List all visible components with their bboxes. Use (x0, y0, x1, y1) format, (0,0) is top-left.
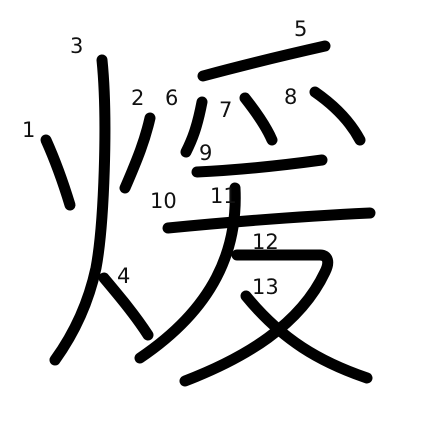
stroke-number-13: 13 (252, 275, 279, 299)
stroke-number-labels: 1 2 3 4 5 6 7 8 9 10 11 12 13 (22, 17, 307, 299)
stroke-6 (180, 96, 208, 158)
stroke-number-6: 6 (165, 86, 178, 110)
stroke-number-7: 7 (219, 98, 232, 122)
stroke-number-12: 12 (252, 230, 279, 254)
stroke-number-4: 4 (117, 264, 130, 288)
stroke-12 (179, 249, 334, 387)
stroke-number-10: 10 (150, 189, 177, 213)
stroke-number-3: 3 (70, 34, 83, 58)
stroke-number-9: 9 (199, 141, 212, 165)
stroke-9 (191, 154, 328, 178)
stroke-10 (162, 207, 376, 234)
stroke-11 (134, 182, 241, 364)
stroke-number-2: 2 (131, 86, 144, 110)
stroke-4 (98, 272, 154, 341)
stroke-13 (240, 290, 373, 384)
stroke-8 (309, 86, 366, 146)
stroke-1 (40, 134, 76, 211)
stroke-number-8: 8 (284, 85, 297, 109)
stroke-number-11: 11 (210, 184, 237, 208)
stroke-7 (239, 92, 278, 146)
stroke-3 (49, 54, 111, 366)
stroke-5 (197, 40, 331, 82)
stroke-2 (119, 112, 156, 194)
character-strokes (40, 40, 376, 387)
stroke-number-1: 1 (22, 118, 35, 142)
stroke-number-5: 5 (294, 17, 307, 41)
